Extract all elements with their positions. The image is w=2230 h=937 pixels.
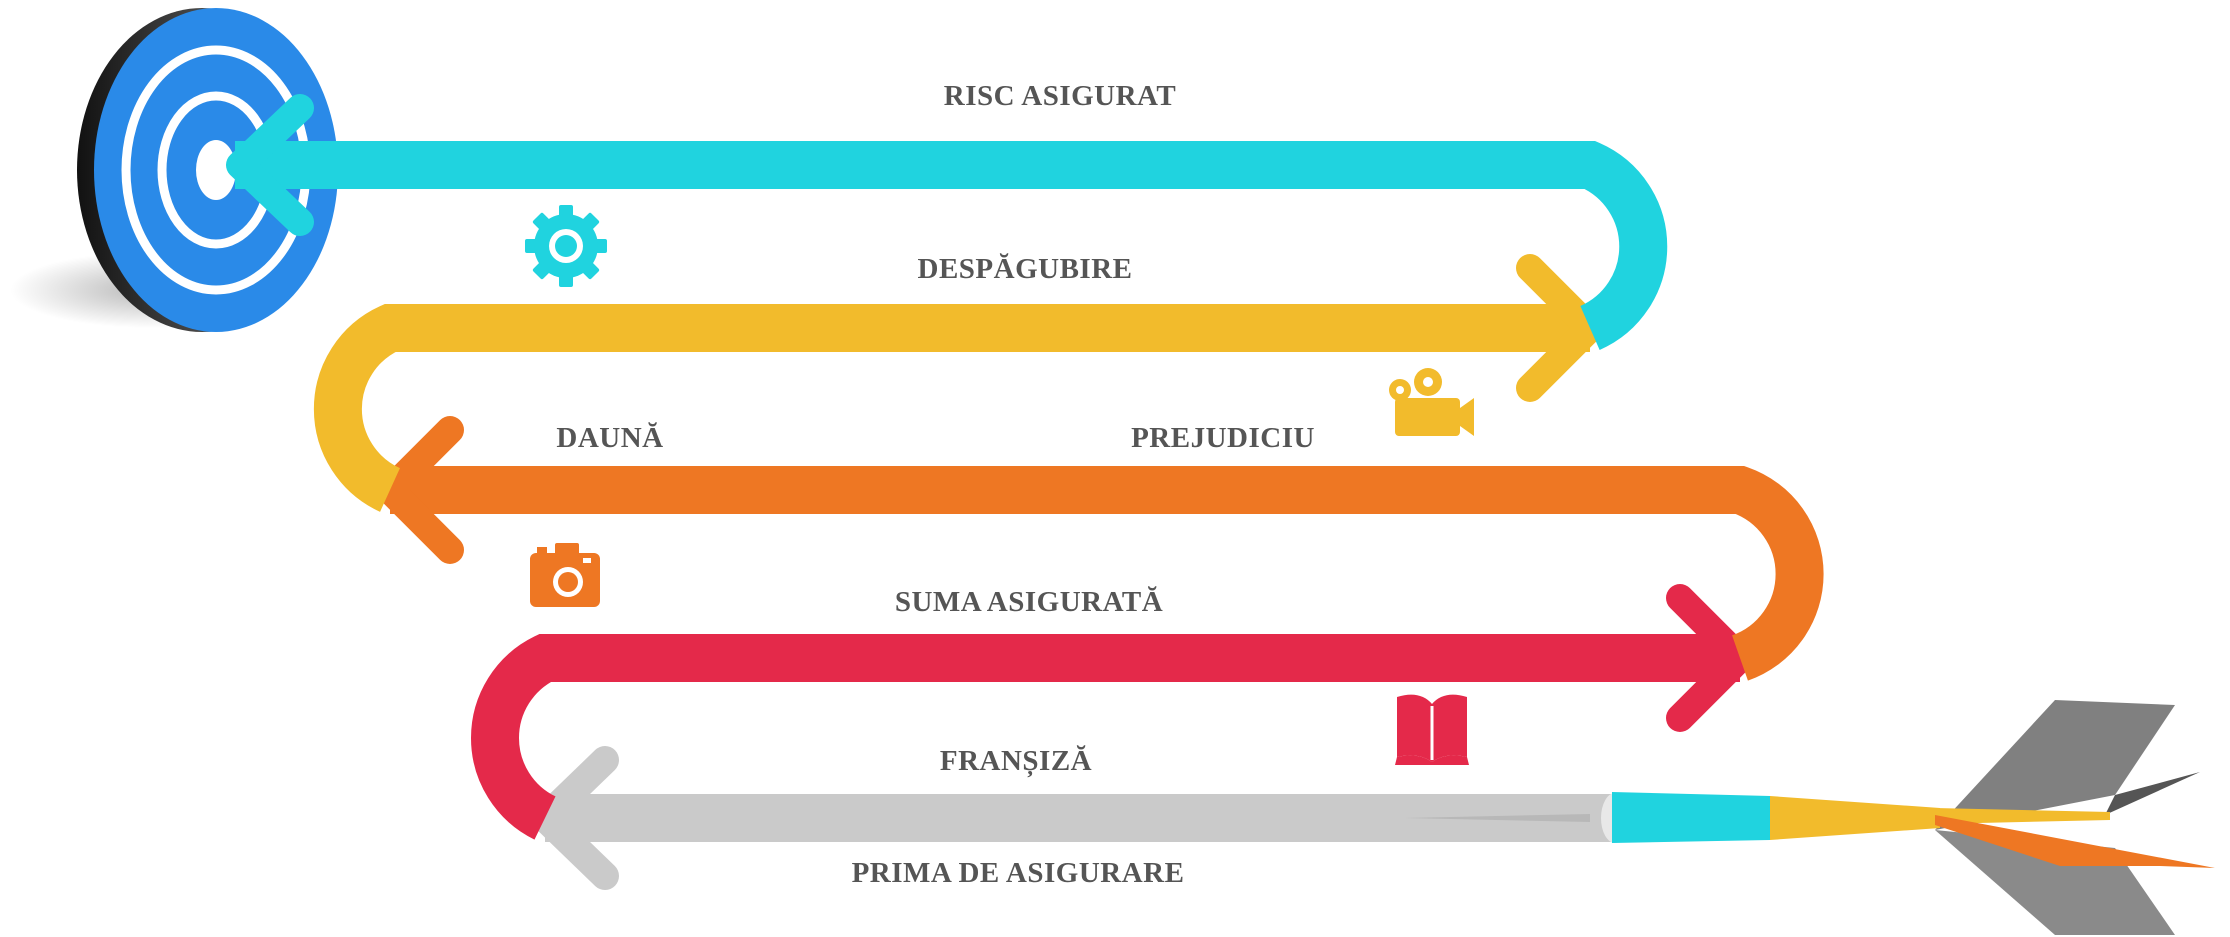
label-prima-de-asigurare: PRIMA DE ASIGURARE (852, 857, 1185, 889)
label-risc-asigurat: RISC ASIGURAT (944, 80, 1176, 112)
photo-camera-icon (530, 543, 600, 607)
label-prejudiciu: PREJUDICIU (1131, 422, 1315, 454)
video-camera-icon (1389, 368, 1474, 436)
label-fransiza: FRANȘIZĂ (940, 744, 1092, 778)
target-icon (10, 8, 338, 332)
red-arrow-path (471, 584, 1754, 840)
cyan-arrow-path (226, 94, 1668, 350)
label-despagubire: DESPĂGUBIRE (918, 252, 1133, 285)
open-book-icon (1395, 694, 1469, 765)
dart-icon (1601, 700, 2215, 935)
label-dauna: DAUNĂ (556, 421, 663, 454)
label-suma-asigurata: SUMA ASIGURATĂ (895, 585, 1163, 618)
orange-arrow-path (376, 416, 1824, 681)
yellow-arrow-path (313, 254, 1604, 512)
gear-icon (525, 205, 607, 287)
